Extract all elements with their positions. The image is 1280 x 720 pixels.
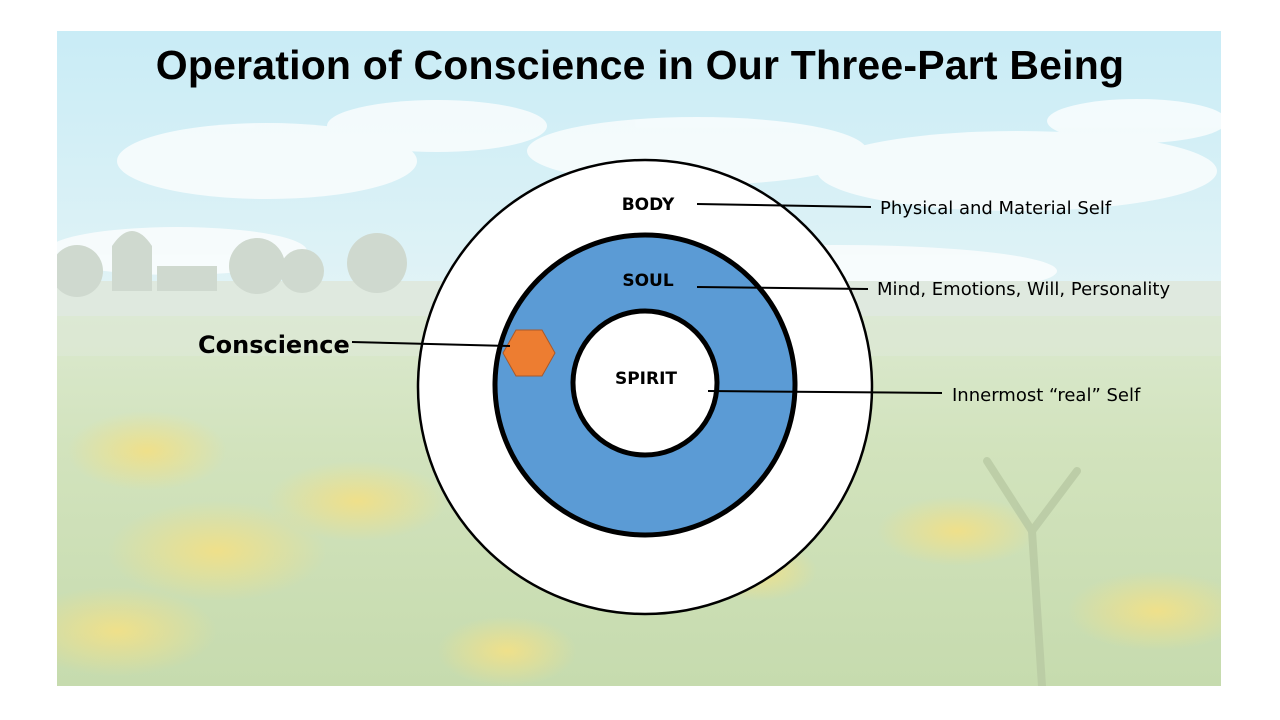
spirit-label: SPIRIT [615,369,677,389]
conscience-connector [351,341,511,347]
spirit-description: Innermost “real” Self [952,385,1141,406]
soul-description: Mind, Emotions, Will, Personality [877,279,1170,300]
body-description: Physical and Material Self [880,198,1112,219]
body-connector [696,203,872,208]
spirit-circle [570,308,720,458]
conscience-label: Conscience [198,331,350,359]
slide-title: Operation of Conscience in Our Three-Par… [155,42,1125,88]
soul-label: SOUL [622,271,673,291]
soul-connector [696,286,869,290]
spirit-connector [707,390,943,394]
body-label: BODY [622,195,675,215]
conscience-hexagon [502,329,556,377]
